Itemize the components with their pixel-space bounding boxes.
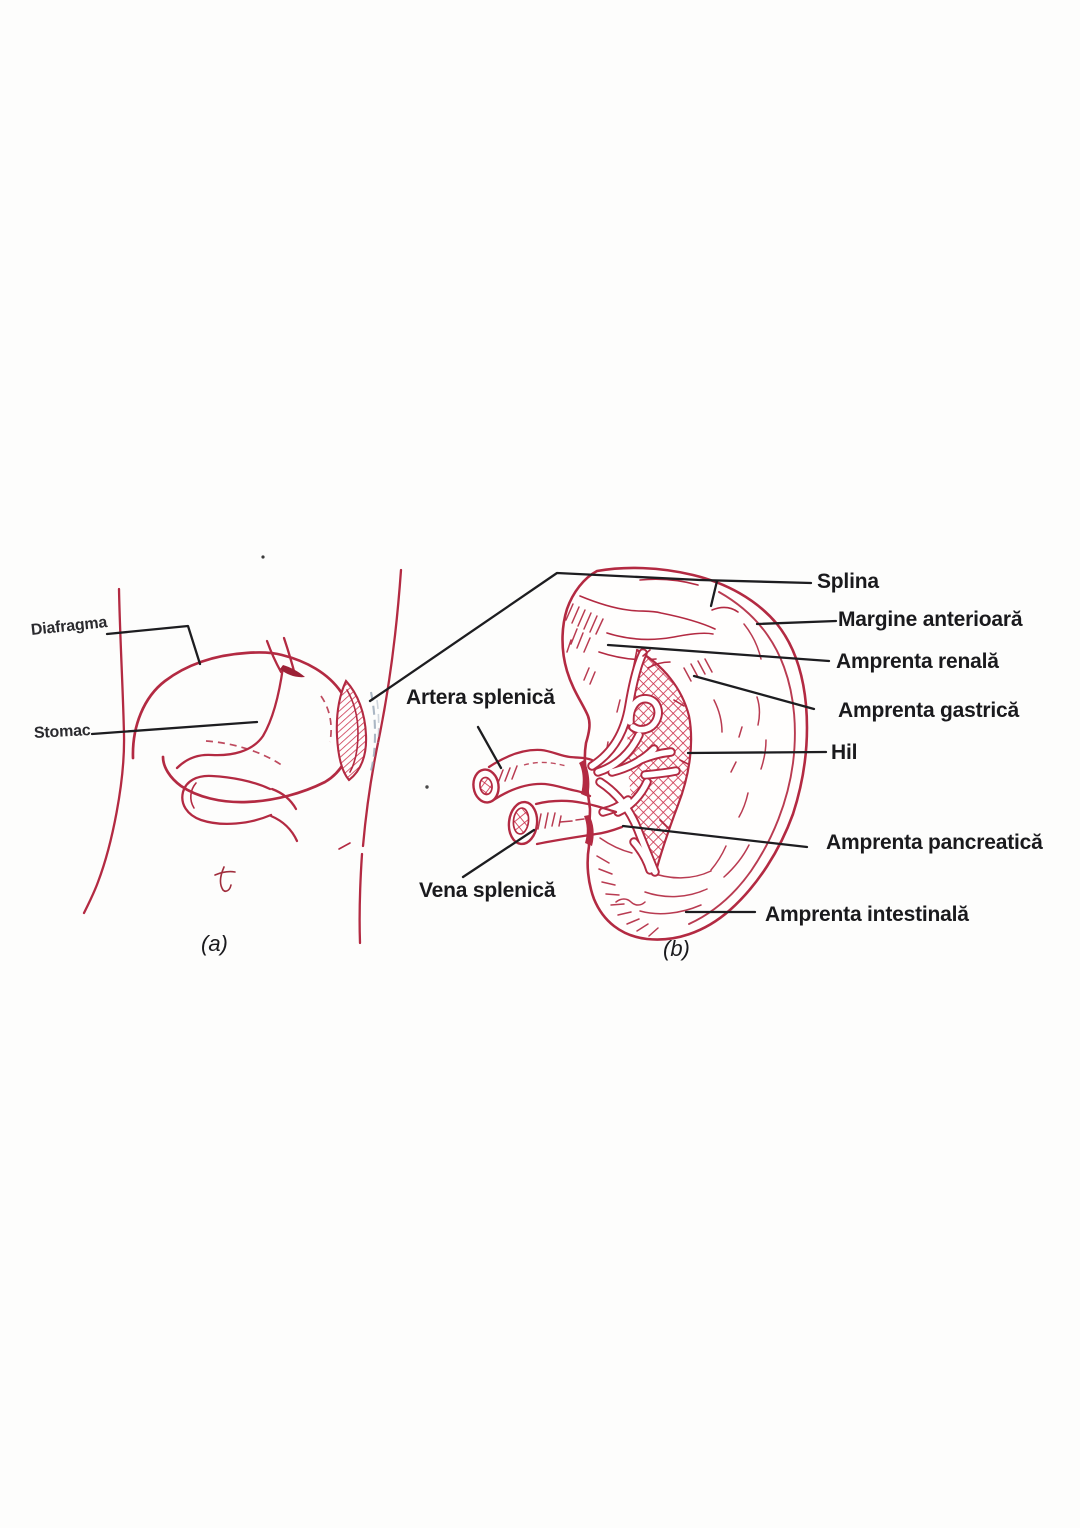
splenic-artery-drawing <box>472 748 594 804</box>
stomach-drawing <box>131 636 354 843</box>
vessel-branches <box>587 648 681 877</box>
leader-renala <box>606 643 831 663</box>
panel-b-drawing <box>472 566 809 941</box>
vessel-twigs <box>642 649 689 829</box>
label-stomac: Stomac <box>33 722 91 742</box>
leader-stomac <box>90 720 259 736</box>
leader-gastrica <box>692 674 816 711</box>
surface-texture <box>599 623 767 878</box>
caption-panel-b: (b) <box>663 936 690 961</box>
caption-panel-a: (a) <box>201 931 228 956</box>
label-artera-splenica: Artera splenică <box>406 686 555 709</box>
leader-splina-tick <box>709 579 719 608</box>
leader-diafragma <box>105 624 202 666</box>
leader-artera <box>476 725 503 770</box>
hilum-vessels-drawing <box>587 648 693 877</box>
leader-margine <box>755 619 838 626</box>
label-margine-anterioara: Margine anterioară <box>838 608 1023 631</box>
leader-lines <box>90 571 838 914</box>
label-vena-splenica: Vena splenică <box>419 879 556 902</box>
label-amprenta-gastrica: Amprenta gastrică <box>838 699 1019 722</box>
callout-magnification-line <box>368 571 813 703</box>
handwritten-mark <box>214 866 236 892</box>
torso-outline-drawing <box>82 568 403 945</box>
esophagus-drawing <box>265 636 305 678</box>
label-amprenta-pancreatica: Amprenta pancreatică <box>826 831 1043 854</box>
leader-vena <box>461 828 536 879</box>
pencil-marks <box>369 691 380 775</box>
ink-speck <box>425 785 429 789</box>
lobe-hatching <box>565 603 604 685</box>
leader-pancreatica <box>621 824 809 849</box>
panel-a-drawing <box>82 555 429 945</box>
leader-hil <box>686 750 828 755</box>
label-hil: Hil <box>831 741 858 764</box>
label-splina: Splina <box>817 570 879 593</box>
label-amprenta-intestinala: Amprenta intestinală <box>765 903 969 926</box>
ink-speck <box>261 555 265 559</box>
duodenum-drawing <box>181 774 299 843</box>
label-amprenta-renala: Amprenta renală <box>836 650 999 673</box>
spleen-small-drawing <box>335 679 368 782</box>
bottom-hatching <box>596 855 659 937</box>
